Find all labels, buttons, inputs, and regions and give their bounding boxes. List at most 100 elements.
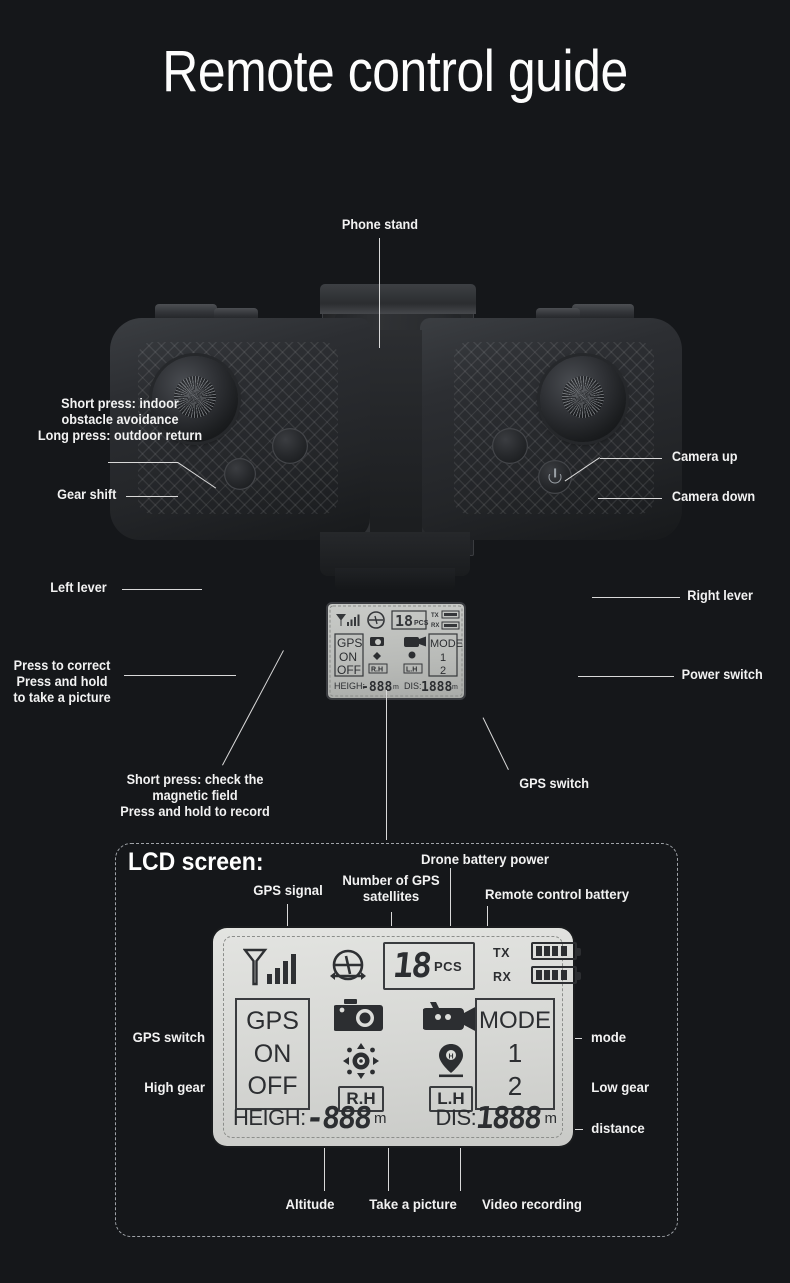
compass-icon (343, 1043, 379, 1079)
lcd-inner-border (223, 936, 563, 1138)
label-phone-stand: Phone stand (341, 217, 419, 232)
camera-icon (334, 999, 383, 1031)
leader-left-lever (122, 589, 202, 591)
label-altitude: Altitude (285, 1196, 335, 1212)
power-icon (548, 474, 562, 484)
svg-text:-888: -888 (361, 680, 392, 695)
mode-option-1: 1 (507, 1038, 523, 1068)
distance-label: DIS: (435, 1105, 477, 1130)
label-drone-battery: Drone battery power (421, 851, 549, 867)
battery-indicators: TX RX (493, 940, 593, 994)
rx-label: RX (493, 970, 512, 984)
location-pin-icon: H (439, 1044, 463, 1078)
controller-bottom-tab (335, 568, 455, 590)
mode-box: MODE 1 2 (475, 998, 555, 1110)
power-switch-button[interactable] (538, 460, 572, 494)
svg-text:1888: 1888 (421, 680, 452, 695)
gps-signal-icon (242, 946, 299, 988)
leader-lcd-zoom (386, 690, 388, 840)
gps-label: GPS (246, 1007, 299, 1036)
gps-switch-button[interactable] (272, 428, 308, 464)
controller-center-column (370, 330, 422, 538)
leader-camera-down (598, 498, 662, 500)
label-right-lever: Right lever (687, 588, 753, 603)
svg-text:18: 18 (395, 612, 413, 630)
controller-body-right (420, 318, 682, 540)
label-camera-down: Camera down (671, 489, 756, 504)
drone-return-icon (327, 946, 369, 988)
label-magnetic-record: Short press: check the magnetic field Pr… (120, 772, 270, 819)
lcd-panel-title: LCD screen: (128, 848, 264, 876)
svg-text:OFF: OFF (337, 663, 361, 677)
svg-text:L.H: L.H (406, 667, 417, 674)
gps-off-label: OFF (247, 1071, 298, 1100)
label-correct-picture: Press to correct Press and hold to take … (13, 658, 111, 705)
svg-text:m: m (452, 684, 458, 691)
camera-up-shoulder-button[interactable] (572, 304, 634, 320)
rx-battery-icon (531, 966, 581, 984)
height-unit: m (374, 1109, 387, 1127)
svg-text:PCS: PCS (414, 620, 429, 627)
label-video-recording: Video recording (482, 1196, 582, 1212)
svg-text:TX: TX (431, 613, 439, 619)
svg-text:ON: ON (339, 650, 357, 664)
leader-drone-battery-v (450, 868, 452, 948)
label-gps-switch-controller: GPS switch (519, 776, 590, 791)
label-high-gear: High gear (144, 1079, 205, 1095)
left-lever-cap (174, 376, 216, 418)
height-value: -888 (303, 1100, 372, 1136)
label-low-gear: Low gear (591, 1079, 650, 1095)
svg-text:m: m (393, 684, 399, 691)
label-power-switch: Power switch (681, 667, 763, 682)
right-lever-stick[interactable] (540, 356, 626, 442)
gear-shift-shoulder-button-inner[interactable] (214, 308, 258, 320)
video-camera-icon (423, 1002, 477, 1032)
tx-label: TX (493, 946, 510, 960)
magnetic-record-button[interactable] (492, 428, 528, 464)
lcd-column-video: H L.H (409, 996, 493, 1112)
leader-gear-note-h (108, 462, 178, 464)
mini-lcd-graphics: 18 PCS TX RX GPS ON OFF R.H (329, 605, 463, 697)
left-lever-knurl (174, 376, 216, 418)
lcd-column-photo: R.H (319, 996, 403, 1112)
right-hand-box: R.H (338, 1086, 384, 1112)
label-camera-up: Camera up (671, 449, 738, 464)
right-lever-cap (562, 376, 604, 418)
label-remote-battery: Remote control battery (484, 886, 630, 902)
leader-gps-signal (287, 904, 289, 934)
label-gear-shift-note: Short press: indoor obstacle avoidance L… (37, 396, 203, 443)
correct-picture-button[interactable] (224, 458, 256, 490)
gps-switch-box: GPS ON OFF (235, 998, 310, 1110)
gps-on-label: ON (253, 1039, 292, 1068)
phone-stand-top-lip (320, 284, 476, 314)
controller-mini-lcd: 18 PCS TX RX GPS ON OFF R.H (328, 604, 464, 698)
satellite-count-box: 18 PCS (383, 942, 475, 990)
svg-text:HEIGH:: HEIGH: (334, 681, 365, 691)
distance-value: 1888 (474, 1100, 543, 1136)
label-take-picture: Take a picture (369, 1196, 457, 1212)
left-lever-stick[interactable] (152, 356, 238, 442)
mode-option-2: 2 (507, 1071, 523, 1101)
page-title: Remote control guide (162, 39, 628, 104)
leader-phone-stand (379, 238, 381, 348)
tx-battery-icon (531, 942, 581, 960)
svg-text:H: H (448, 1054, 453, 1061)
gear-shift-shoulder-button[interactable] (155, 304, 217, 320)
camera-down-shoulder-button[interactable] (536, 308, 580, 320)
height-label: HEIGH: (233, 1105, 306, 1130)
lcd-screen-detail: 18 PCS TX RX GPS ON OFF (213, 928, 581, 1146)
label-num-satellites: Number of GPS satellites (342, 872, 440, 904)
label-gps-signal: GPS signal (253, 882, 323, 898)
lcd-detail-panel (115, 843, 678, 1237)
svg-text:2: 2 (440, 665, 446, 677)
leader-camera-up-h (600, 458, 662, 460)
lcd-bottom-row: HEIGH: -888 m DIS: 1888 m (233, 1098, 557, 1138)
label-gps-switch-lcd: GPS switch (132, 1029, 205, 1045)
leader-right-lever (592, 597, 680, 599)
label-distance: distance (591, 1120, 645, 1136)
leader-gear-shift (126, 496, 178, 498)
lcd-top-row: 18 PCS TX RX (235, 940, 581, 994)
svg-text:DIS:: DIS: (404, 681, 422, 691)
right-lever-knurl (562, 376, 604, 418)
label-mode: mode (591, 1029, 627, 1045)
